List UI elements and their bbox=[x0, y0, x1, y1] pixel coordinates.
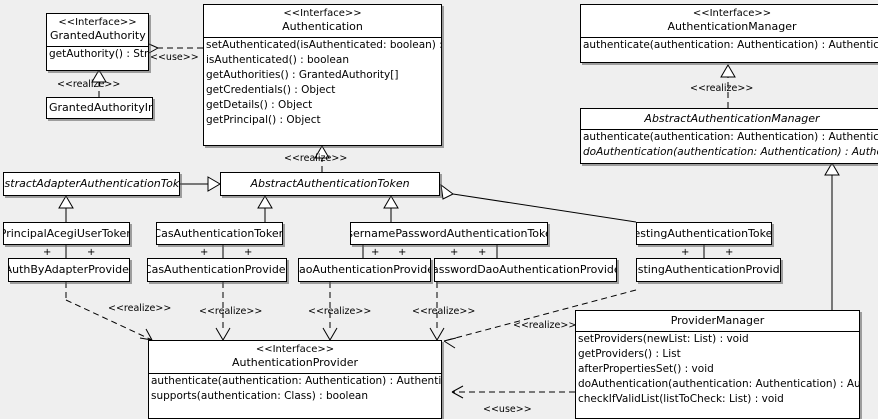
operation: getProviders() : List bbox=[578, 348, 681, 360]
stereotype-label: <<Interface>> bbox=[58, 17, 137, 28]
class-name-label: GrantedAuthorityImpl bbox=[49, 101, 152, 114]
class-dao-authentication-provider[interactable]: DaoAuthenticationProvider bbox=[298, 258, 431, 282]
edge-usernamepasswordtoken-extends-abstractauthenticationtoken bbox=[383, 195, 399, 222]
assoc-plus-mark: + bbox=[450, 247, 459, 258]
class-header: AbstractAuthenticationManager bbox=[581, 109, 878, 129]
stereotype-label: <<Interface>> bbox=[283, 8, 362, 19]
edge-label-realize-grantedauthorityimpl: <<realize>> bbox=[57, 79, 121, 90]
operation: authenticate(authentication: Authenticat… bbox=[583, 39, 878, 51]
class-authentication-provider[interactable]: <<Interface>> AuthenticationProvider aut… bbox=[148, 340, 442, 419]
operations-compartment: authenticate(authentication: Authenticat… bbox=[581, 37, 878, 53]
operation: getDetails() : Object bbox=[206, 99, 313, 111]
class-name-label: AuthenticationProvider bbox=[231, 356, 359, 369]
class-name-label: TestingAuthenticationProvider bbox=[637, 263, 780, 276]
class-cas-authentication-token[interactable]: CasAuthenticationToken bbox=[156, 222, 283, 245]
assoc-plus-mark: + bbox=[371, 247, 380, 258]
edge-providermanager-uses-authenticationprovider bbox=[451, 385, 575, 399]
class-testing-authentication-token[interactable]: TestingAuthenticationToken bbox=[636, 222, 772, 245]
class-name-label: Authentication bbox=[282, 20, 363, 33]
assoc-plus-mark: + bbox=[681, 247, 690, 258]
class-name-label: DaoAuthenticationProvider bbox=[298, 263, 430, 276]
edge-testingauthenticationtoken-extends-abstractauthenticationtoken bbox=[440, 183, 637, 223]
class-header: <<Interface>> Authentication bbox=[204, 5, 441, 37]
edge-label-realize-passworddaoauthenticationprovider: <<realize>> bbox=[412, 306, 476, 317]
class-provider-manager[interactable]: ProviderManager setProviders(newList: Li… bbox=[575, 310, 860, 419]
class-granted-authority-impl[interactable]: GrantedAuthorityImpl bbox=[46, 97, 153, 119]
edge-label-use-authentication-grantedauthority: <<use>> bbox=[150, 52, 199, 63]
class-abstract-adapter-authentication-token[interactable]: AbstractAdapterAuthenticationToken bbox=[3, 172, 180, 196]
class-name-label: ProviderManager bbox=[670, 314, 765, 327]
assoc-plus-mark: + bbox=[398, 247, 407, 258]
operation: isAuthenticated() : boolean bbox=[206, 54, 349, 66]
operation: doAuthentication(authentication: Authent… bbox=[583, 146, 878, 158]
class-principal-acegi-user-token[interactable]: PrincipalAcegiUserToken bbox=[3, 222, 130, 245]
operation: checkIfValidList(listToCheck: List) : vo… bbox=[578, 393, 784, 405]
class-auth-by-adapter-provider[interactable]: AuthByAdapterProvider bbox=[8, 258, 130, 282]
class-name-label: AbstractAdapterAuthenticationToken bbox=[4, 177, 180, 190]
edge-casauthenticationtoken-extends-abstractauthenticationtoken bbox=[257, 195, 273, 222]
class-name-label: CasAuthenticationToken bbox=[156, 226, 283, 240]
class-cas-authentication-provider[interactable]: CasAuthenticationProvider bbox=[147, 258, 287, 282]
operation: getPrincipal() : Object bbox=[206, 114, 321, 126]
operations-compartment: setProviders(newList: List) : void getPr… bbox=[576, 331, 859, 407]
edge-label-realize-authbyadapterprovider: <<realize>> bbox=[108, 303, 172, 314]
operations-compartment: setAuthenticated(isAuthenticated: boolea… bbox=[204, 37, 441, 128]
class-name-label: CasAuthenticationProvider bbox=[147, 263, 287, 276]
class-name-label: PrincipalAcegiUserToken bbox=[3, 226, 130, 240]
operation: doAuthentication(authentication: Authent… bbox=[578, 378, 859, 390]
edge-label-realize-testingauthenticationprovider: <<realize>> bbox=[513, 320, 577, 331]
class-name-label: AbstractAuthenticationManager bbox=[644, 112, 820, 125]
operation: getCredentials() : Object bbox=[206, 84, 336, 96]
class-name-label: TestingAuthenticationToken bbox=[636, 226, 772, 240]
class-name-label: PasswordDaoAuthenticationProvider bbox=[434, 263, 617, 276]
edge-label-realize-abstractauthenticationmanager: <<realize>> bbox=[690, 83, 754, 94]
edge-providermanager-extends-abstractauthenticationmanager bbox=[824, 162, 840, 310]
edge-label-realize-abstractauthenticationtoken: <<realize>> bbox=[284, 153, 348, 164]
operation: getAuthorities() : GrantedAuthority[] bbox=[206, 69, 399, 81]
class-testing-authentication-provider[interactable]: TestingAuthenticationProvider bbox=[636, 258, 781, 282]
stereotype-label: <<Interface>> bbox=[692, 8, 772, 19]
class-name-label: AuthenticationManager bbox=[667, 20, 797, 33]
assoc-plus-mark: + bbox=[244, 247, 253, 258]
class-header: <<Interface>> AuthenticationProvider bbox=[149, 341, 441, 373]
edge-principalacegiusertoken-extends-abstractadaptertoken bbox=[58, 195, 74, 222]
class-granted-authority[interactable]: <<Interface>> GrantedAuthority getAuthor… bbox=[46, 13, 149, 71]
operation: authenticate(authentication: Authenticat… bbox=[151, 375, 441, 387]
operations-compartment: authenticate(authentication: Authenticat… bbox=[581, 129, 878, 160]
edge-label-realize-daoauthenticationprovider: <<realize>> bbox=[308, 306, 372, 317]
class-name-label: UsernamePasswordAuthenticationToken bbox=[350, 226, 548, 240]
class-header: <<Interface>> AuthenticationManager bbox=[581, 5, 878, 37]
class-abstract-authentication-token[interactable]: AbstractAuthenticationToken bbox=[220, 172, 440, 196]
operation: supports(authentication: Class) : boolea… bbox=[151, 390, 368, 402]
edge-label-use-providermanager: <<use>> bbox=[483, 404, 532, 415]
stereotype-label: <<Interface>> bbox=[255, 344, 335, 355]
assoc-plus-mark: + bbox=[725, 247, 734, 258]
operation: getAuthority() : String bbox=[49, 48, 148, 60]
class-username-password-authentication-token[interactable]: UsernamePasswordAuthenticationToken bbox=[350, 222, 548, 245]
class-name-label: AuthByAdapterProvider bbox=[8, 263, 130, 276]
class-authentication-manager[interactable]: <<Interface>> AuthenticationManager auth… bbox=[580, 4, 878, 63]
operation: setAuthenticated(isAuthenticated: boolea… bbox=[206, 39, 441, 51]
operation: setProviders(newList: List) : void bbox=[578, 333, 749, 345]
class-name-label: GrantedAuthority bbox=[50, 29, 146, 42]
edge-abstractadaptertoken-extends-abstractauthenticationtoken bbox=[180, 176, 221, 192]
edge-label-realize-casauthenticationprovider: <<realize>> bbox=[199, 306, 263, 317]
operations-compartment: authenticate(authentication: Authenticat… bbox=[149, 373, 441, 404]
assoc-plus-mark: + bbox=[200, 247, 209, 258]
operations-compartment: getAuthority() : String bbox=[47, 46, 148, 62]
class-name-label: AbstractAuthenticationToken bbox=[250, 177, 410, 190]
operation: authenticate(authentication: Authenticat… bbox=[583, 131, 878, 143]
class-abstract-authentication-manager[interactable]: AbstractAuthenticationManager authentica… bbox=[580, 108, 878, 164]
class-password-dao-authentication-provider[interactable]: PasswordDaoAuthenticationProvider bbox=[434, 258, 617, 282]
class-header: ProviderManager bbox=[576, 311, 859, 331]
class-authentication[interactable]: <<Interface>> Authentication setAuthenti… bbox=[203, 4, 442, 146]
operation: afterPropertiesSet() : void bbox=[578, 363, 714, 375]
assoc-plus-mark: + bbox=[87, 247, 96, 258]
assoc-plus-mark: + bbox=[478, 247, 487, 258]
assoc-plus-mark: + bbox=[43, 247, 52, 258]
class-header: <<Interface>> GrantedAuthority bbox=[47, 14, 148, 46]
